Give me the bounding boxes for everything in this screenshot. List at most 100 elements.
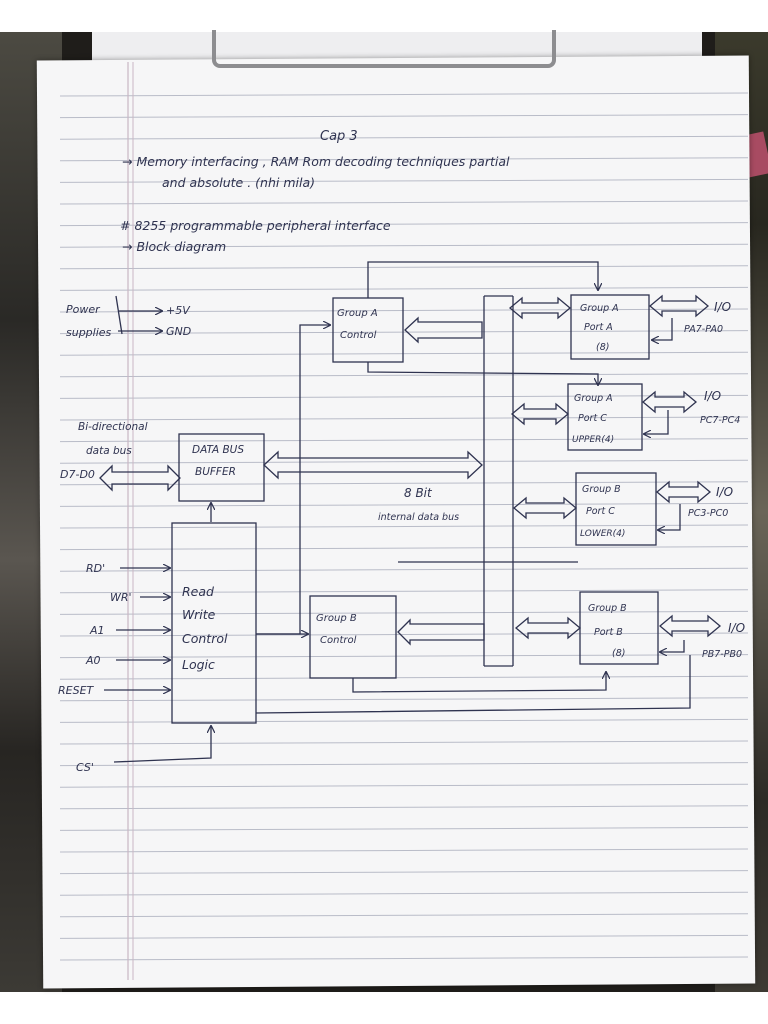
rd-label: RD' (86, 562, 105, 575)
data-bus-buffer-line2: BUFFER (195, 466, 236, 478)
data-bus-buffer-line1: DATA BUS (192, 444, 244, 456)
cs-label: CS' (76, 761, 94, 774)
rule-line (59, 762, 749, 767)
group-b-control-line1: Group B (316, 613, 357, 624)
pa-return-line (652, 318, 673, 340)
rule-line (59, 351, 749, 356)
ruled-lines (59, 92, 749, 961)
rule-line (59, 394, 749, 399)
rule-line (59, 632, 749, 637)
rule-line (59, 848, 749, 853)
internal-bus-label-2: internal data bus (378, 512, 459, 523)
rule-line (59, 589, 749, 594)
port-a-line2: Port A (584, 322, 613, 333)
rule-line (59, 697, 749, 702)
binder-clip (212, 30, 556, 68)
cs-arrow (113, 726, 211, 763)
a0-label: A0 (85, 654, 101, 667)
chapter-title: Cap 3 (320, 129, 358, 144)
port-b-io-arrow (658, 614, 722, 638)
port-a-box (570, 294, 650, 360)
group-b-to-port-b (352, 672, 606, 693)
rule-line (59, 654, 749, 659)
rule-line (59, 891, 749, 896)
rule-line (59, 805, 749, 810)
rule-line (59, 114, 749, 119)
rule-line (59, 286, 749, 291)
gnd-label: GND (166, 325, 191, 338)
note-line-2: and absolute . (nhi mila) (162, 175, 315, 190)
port-c-upper-io: I/O (704, 389, 721, 403)
port-c-lower-line2: Port C (586, 506, 615, 517)
rule-line (59, 438, 749, 443)
group-b-bus-arrow (397, 618, 485, 646)
rule-line (59, 546, 749, 551)
rule-line (59, 610, 749, 615)
note-line-4: → Block diagram (122, 239, 226, 254)
rule-line (59, 459, 749, 464)
rule-line (59, 178, 749, 183)
rule-line (59, 135, 749, 140)
rw-logic-line2: Write (182, 607, 216, 622)
rule-line (59, 92, 749, 97)
rule-line (59, 956, 749, 961)
rule-line (59, 308, 749, 313)
rw-logic-line1: Read (182, 584, 214, 599)
port-c-upper-box (567, 383, 643, 451)
bus-port-c-lower-arrow (512, 496, 578, 520)
rule-line (59, 222, 749, 227)
background-top (0, 0, 768, 32)
group-a-to-port-a (367, 261, 598, 298)
rule-line (59, 265, 749, 270)
bus-port-c-upper-arrow (510, 402, 570, 426)
note-line-1: → Memory interfacing , RAM Rom decoding … (122, 154, 510, 169)
rule-line (59, 416, 749, 421)
port-c-lower-box (575, 472, 657, 546)
port-a-pins: PA7-PA0 (684, 324, 723, 335)
group-a-control-line1: Group A (337, 308, 378, 319)
rule-line (59, 243, 749, 248)
port-b-io: I/O (728, 621, 745, 635)
note-line-3: # 8255 programmable peripheral interface (120, 218, 391, 233)
port-c-upper-line1: Group A (574, 393, 613, 404)
rule-line (59, 740, 749, 745)
port-b-pins: PB7-PB0 (702, 649, 742, 660)
rule-line (59, 481, 749, 486)
group-a-to-port-c-upper (367, 362, 598, 385)
port-a-line3: (8) (596, 342, 609, 353)
reset-label: RESET (58, 684, 95, 697)
pb-return-line (660, 640, 685, 652)
rule-line (59, 826, 749, 831)
port-c-upper-line2: Port C (578, 413, 607, 424)
rule-line (59, 718, 749, 723)
power-brace (115, 295, 123, 335)
bus-port-b-arrow (514, 616, 582, 640)
rule-line (59, 567, 749, 572)
logic-to-group-a-control (256, 325, 330, 635)
plus-5v-label: +5V (166, 304, 191, 317)
port-c-lower-line1: Group B (582, 484, 621, 495)
data-bus-buffer-box (178, 433, 265, 502)
rule-line (59, 675, 749, 680)
port-a-io: I/O (714, 300, 731, 314)
data-bus-label: data bus (86, 445, 132, 457)
port-c-upper-line3: UPPER(4) (572, 435, 614, 445)
d7-d0-label: D7-D0 (60, 468, 95, 481)
port-a-io-arrow (648, 294, 710, 318)
rw-logic-line4: Logic (182, 657, 215, 672)
rule-line (59, 870, 749, 875)
databus-in-double-arrow (99, 464, 181, 492)
port-b-line1: Group B (588, 603, 627, 614)
logic-bus-line (255, 655, 691, 714)
pc-lower-return-line (658, 504, 681, 530)
port-c-upper-io-arrow (641, 390, 698, 414)
rule-line (59, 330, 749, 335)
rule-line (59, 373, 749, 378)
port-c-lower-line3: LOWER(4) (580, 529, 625, 539)
group-b-control-line2: Control (320, 635, 357, 646)
a1-label: A1 (89, 624, 105, 637)
rule-line (59, 157, 749, 162)
port-c-upper-pins: PC7-PC4 (700, 415, 740, 426)
rule-line (59, 783, 749, 788)
